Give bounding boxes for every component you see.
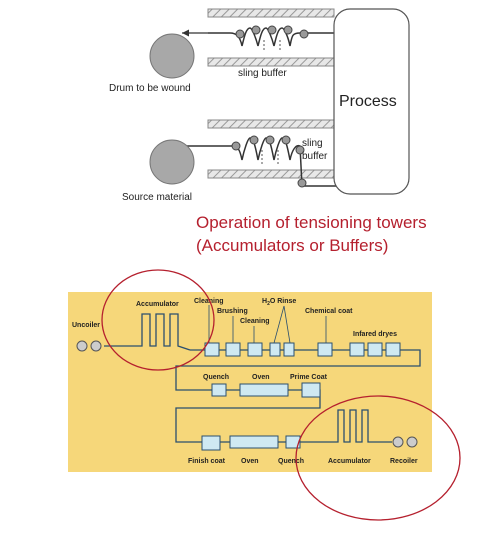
recoiler-roll-icon [392,436,404,448]
highlight-circle-top [101,269,215,371]
caption-line-2: (Accumulators or Buffers) [196,236,388,255]
chemical-coat-label: Chemical coat [305,308,353,315]
recoiler-roll-icon [406,436,418,448]
upper-buffer-label: sling buffer [238,68,287,79]
source-label: Source material [122,192,192,203]
caption-line-1: Operation of tensioning towers [196,213,427,232]
process-label: Process [339,93,397,110]
oven1-label: Oven [252,374,270,381]
oven2-label: Oven [241,458,259,465]
drum: Drum to be wound [109,33,195,94]
infrared-dryers-label: Infared dryes [353,331,397,338]
lower-sling-buffer: sling buffer [182,119,336,188]
roller-icon [299,29,309,39]
accumulator-top-label: Accumulator [136,301,179,308]
cleaning2-label: Cleaning [240,318,270,325]
roller-icon [235,29,245,39]
h2o-rinse-label: H2O Rinse [262,298,296,307]
source-material: Source material [122,139,195,203]
roller-icon [295,145,305,155]
roller-icon [281,135,291,145]
highlight-circle-bottom [295,395,461,521]
roller-icon [283,25,293,35]
quench1-label: Quench [203,374,229,381]
lower-buffer-label-2: buffer [302,151,328,162]
uncoiler-roll-icon [90,340,102,352]
roller-icon [251,25,261,35]
roller-icon [265,135,275,145]
accumulator-bottom-label: Accumulator [328,458,371,465]
roller-icon [249,135,259,145]
roller-icon [231,141,241,151]
finish-coat-label: Finish coat [188,458,226,465]
uncoiler-roll-icon [76,340,88,352]
uncoiler-label: Uncoiler [72,322,100,329]
recoiler-label: Recoiler [390,458,418,465]
roller-icon [297,178,307,188]
lower-buffer-label-1: sling [302,138,323,149]
roller-icon [267,25,277,35]
process-box: Process [333,8,410,195]
prime-coat-label: Prime Coat [290,374,328,381]
process-line-diagram: Uncoiler Accumulator Cleaning Brushing C… [68,292,432,472]
brushing-label: Brushing [217,308,248,315]
upper-sling-buffer: sling buffer [182,8,336,79]
cleaning1-label: Cleaning [194,298,224,305]
quench2-label: Quench [278,458,304,465]
drum-label: Drum to be wound [109,83,191,94]
